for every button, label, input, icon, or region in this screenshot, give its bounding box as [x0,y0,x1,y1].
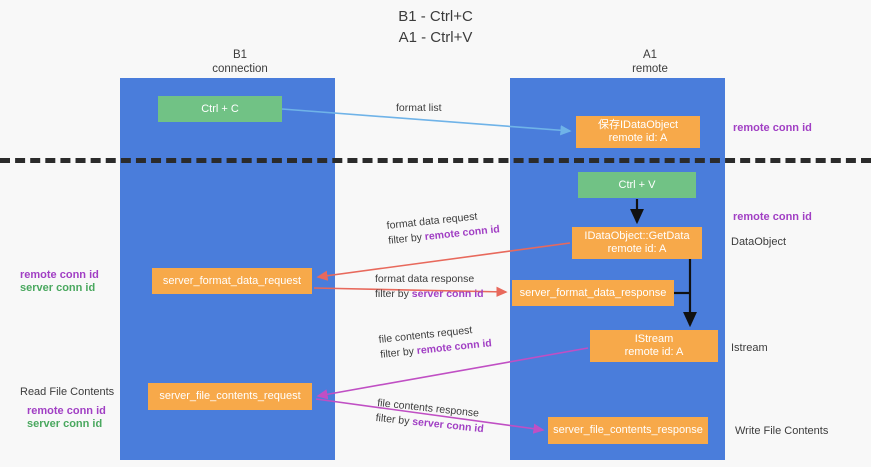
annotation-conn-ids-left-bottom: Read File Contents remote conn id server… [20,386,114,431]
phase-divider [0,158,871,163]
node-idataobject[interactable]: 保存IDataObject remote id: A [576,116,700,148]
annotation-remote-conn-id-top: remote conn id [733,122,812,134]
node-server-format-data-response[interactable]: server_format_data_response [512,280,674,306]
filter-prefix: filter by [375,411,413,428]
node-server-file-contents-request[interactable]: server_file_contents_request [148,383,312,410]
node-ctrl-v[interactable]: Ctrl + V [578,172,696,198]
annotation-istream: Istream [731,342,768,354]
node-istream[interactable]: IStream remote id: A [590,330,718,362]
annotation-remote-conn-id: remote conn id [20,269,99,281]
node-server-format-data-request[interactable]: server_format_data_request [152,268,312,294]
annotation-dataobject: DataObject [731,236,787,248]
annotation-server-conn-id: server conn id [27,418,103,430]
filter-prefix: filter by [387,231,426,247]
edge-label-format-list: format list [396,101,442,116]
filter-prefix: filter by [379,345,418,361]
edge-label-format-data-request: format data request filter by remote con… [386,207,501,249]
annotation-conn-ids-left-top: remote conn id server conn id [20,269,99,295]
node-ctrl-c[interactable]: Ctrl + C [158,96,282,122]
edge-label-format-data-response-text: format data response [375,273,475,285]
column-header-a1: A1 remote [632,49,668,75]
edge-label-format-data-response: format data response filter by server co… [375,272,484,302]
filter-key-server-conn-id: server conn id [411,288,484,300]
annotation-server-conn-id: server conn id [20,282,96,294]
edge-label-file-contents-response: file contents response filter by server … [375,396,486,437]
annotation-read-file-contents: Read File Contents [20,386,115,398]
annotation-write-file-contents: Write File Contents [735,425,829,437]
filter-prefix: filter by [375,288,412,300]
page-title: B1 - Ctrl+C A1 - Ctrl+V [398,8,473,46]
node-server-file-contents-response[interactable]: server_file_contents_response [548,417,708,444]
edge-label-file-contents-request: file contents request filter by remote c… [378,321,493,363]
edge-label-format-data-response-filter: filter by server conn id [375,287,484,302]
annotation-remote-conn-id-mid: remote conn id [733,211,812,223]
edge-label-format-list-text: format list [396,102,442,114]
annotation-remote-conn-id: remote conn id [27,405,106,417]
column-header-b1: B1 connection [212,49,268,75]
node-idataobject-getdata[interactable]: IDataObject::GetData remote id: A [572,227,702,259]
